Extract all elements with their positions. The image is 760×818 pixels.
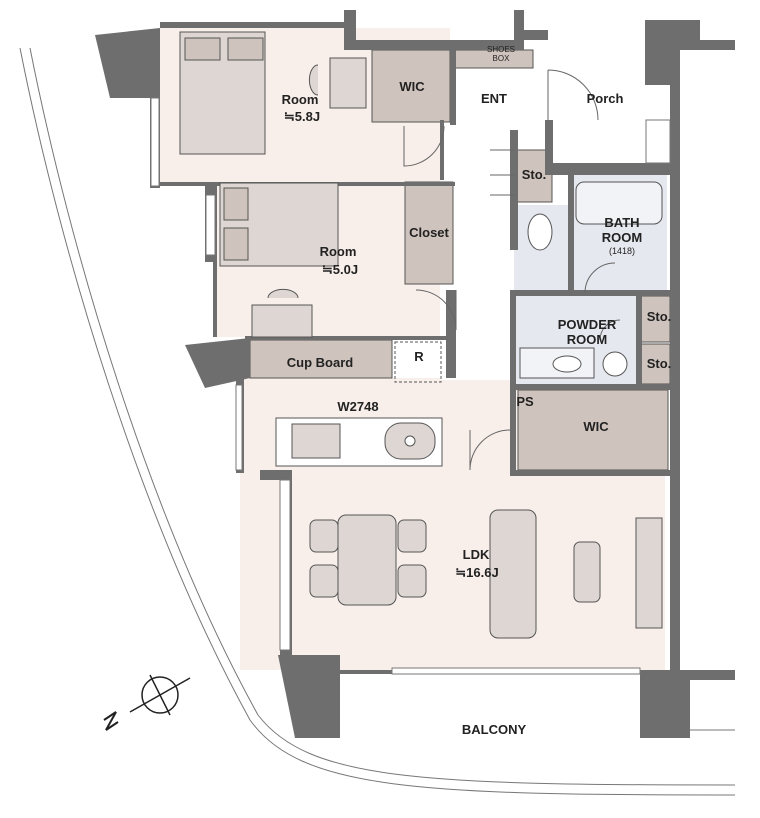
ps-label: PS xyxy=(516,394,534,409)
wic-top-area xyxy=(371,49,451,123)
room2-size: ≒5.0J xyxy=(321,262,359,277)
wic-mid-label: WIC xyxy=(583,419,609,434)
cupboard-label: Cup Board xyxy=(286,355,354,370)
cupboard-area xyxy=(249,339,393,379)
r-label: R xyxy=(414,349,424,364)
storage-areas xyxy=(249,49,671,471)
kitchen-width-label: W2748 xyxy=(337,399,379,414)
ent-label: ENT xyxy=(481,91,507,106)
washer xyxy=(602,351,628,377)
closet-area xyxy=(404,181,454,285)
bath-size: (1418) xyxy=(608,246,635,256)
ldk-name: LDK xyxy=(462,547,490,562)
sto-top-label: Sto. xyxy=(521,167,547,182)
wet-fixtures xyxy=(519,181,663,379)
desk-1 xyxy=(329,57,367,109)
dining-table xyxy=(337,514,397,606)
compass-icon xyxy=(103,674,191,731)
bathtub xyxy=(575,181,663,225)
sto-mid-label: Sto. xyxy=(646,309,672,324)
wic-mid-area xyxy=(517,389,669,471)
kitchen-counter xyxy=(275,417,443,467)
room2-name: Room xyxy=(319,244,357,259)
tv-stand xyxy=(635,517,663,629)
wic-top-label: WIC xyxy=(399,79,425,94)
desk-2 xyxy=(251,304,313,338)
room1-size: ≒5.8J xyxy=(283,109,321,124)
sofa xyxy=(489,509,537,639)
shoes-box-label: SHOES BOX xyxy=(486,45,515,64)
room1-name: Room xyxy=(281,92,319,107)
coffee-table xyxy=(573,541,601,603)
powder-label: POWDER ROOM xyxy=(557,317,617,347)
room1-furniture xyxy=(179,31,367,155)
bath-name: BATH ROOM xyxy=(601,215,643,245)
closet-label: Closet xyxy=(409,225,449,240)
refrigerator-space xyxy=(394,341,442,383)
balcony-label: BALCONY xyxy=(461,722,527,737)
room2-furniture xyxy=(219,182,339,338)
cooktop xyxy=(291,423,341,459)
ldk-furniture xyxy=(309,509,663,639)
porch-label: Porch xyxy=(586,91,624,106)
sto-low-label: Sto. xyxy=(646,356,672,371)
ldk-size: ≒16.6J xyxy=(455,565,499,580)
door-swings xyxy=(403,69,621,471)
windows xyxy=(150,97,671,675)
toilet xyxy=(527,213,553,251)
